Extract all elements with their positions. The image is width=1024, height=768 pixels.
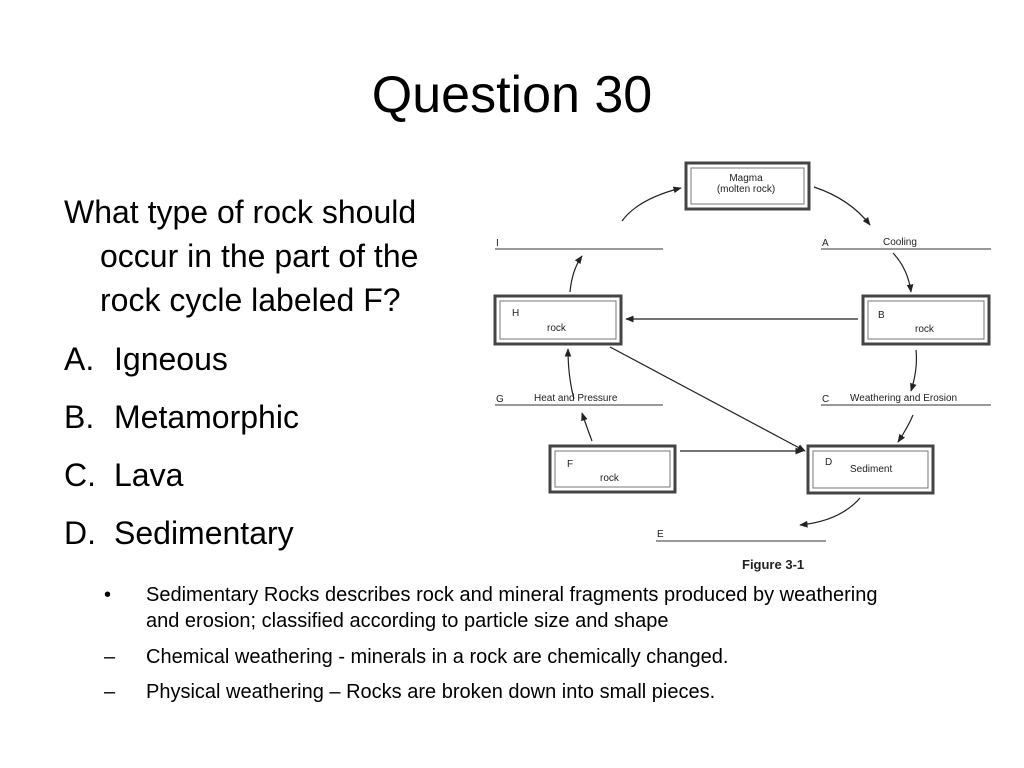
notes-list: • Sedimentary Rocks describes rock and m…	[104, 582, 904, 714]
note-text: Physical weathering – Rocks are broken d…	[146, 681, 716, 703]
option-b: B. Metamorphic	[64, 395, 484, 439]
box-d-letter: D	[825, 457, 832, 468]
line-a: A Cooling	[821, 237, 991, 250]
arrow-a-to-b	[892, 252, 914, 293]
arrow-i-to-magma	[621, 186, 682, 222]
arrow-c-to-d	[897, 414, 914, 443]
option-d-text: Sedimentary	[114, 515, 294, 551]
arrow-h-to-i	[569, 255, 583, 293]
slide-title: Question 30	[371, 66, 653, 124]
option-b-text: Metamorphic	[114, 399, 299, 435]
note-physical-weathering: – Physical weathering – Rocks are broken…	[104, 679, 904, 705]
note-dash-icon: –	[104, 646, 116, 668]
box-h-letter: H	[512, 308, 519, 319]
note-text: Chemical weathering - minerals in a rock…	[146, 646, 729, 668]
line-c-label: Weathering and Erosion	[850, 393, 957, 404]
arrow-h-to-d	[609, 346, 806, 452]
box-f-label: rock	[600, 473, 620, 484]
arrow-b-to-c	[910, 349, 918, 392]
magma-box: Magma (molten rock)	[684, 161, 811, 211]
figure-caption: Figure 3-1	[742, 557, 804, 572]
note-dash-icon: –	[104, 681, 116, 703]
note-text: Sedimentary Rocks describes rock and min…	[146, 584, 878, 632]
box-d-label: Sediment	[850, 464, 892, 475]
line-c: C Weathering and Erosion	[821, 393, 991, 406]
box-d: D Sediment	[806, 444, 935, 495]
line-a-label: Cooling	[883, 237, 917, 248]
note-chemical-weathering: – Chemical weathering - minerals in a ro…	[104, 644, 904, 670]
question-text: What type of rock should occur in the pa…	[64, 194, 419, 318]
option-c-letter: C.	[64, 457, 96, 493]
line-e: E	[656, 529, 826, 542]
option-c-text: Lava	[114, 457, 184, 493]
cycle-arrows	[564, 186, 918, 528]
line-e-letter: E	[657, 529, 664, 540]
magma-box-line1: Magma	[729, 173, 763, 184]
line-i-letter: I	[496, 238, 499, 249]
arrow-magma-to-a	[813, 186, 871, 226]
option-a-letter: A.	[64, 341, 95, 377]
magma-box-line2: (molten rock)	[717, 184, 775, 195]
box-f-letter: F	[567, 459, 573, 470]
box-h-label: rock	[547, 323, 567, 334]
option-d-letter: D.	[64, 515, 96, 551]
arrow-f-to-g	[581, 412, 593, 442]
line-g-label: Heat and Pressure	[534, 393, 618, 404]
arrow-d-to-e	[799, 497, 861, 528]
line-a-letter: A	[822, 238, 829, 249]
line-i: I	[495, 238, 663, 250]
option-b-letter: B.	[64, 399, 95, 435]
line-g-letter: G	[496, 394, 504, 405]
box-h: H rock	[493, 294, 623, 346]
line-g: G Heat and Pressure	[495, 393, 663, 406]
box-b-label: rock	[915, 324, 935, 335]
box-f: F rock	[548, 444, 677, 494]
note-bullet-icon: •	[104, 584, 112, 606]
rock-cycle-diagram: Magma (molten rock) B rock H rock D Sedi…	[493, 161, 991, 572]
box-b-letter: B	[878, 310, 885, 321]
box-b: B rock	[861, 294, 991, 346]
option-d: D. Sedimentary	[64, 511, 484, 555]
note-sedimentary: • Sedimentary Rocks describes rock and m…	[104, 582, 904, 634]
option-c: C. Lava	[64, 453, 484, 497]
question-block: What type of rock should occur in the pa…	[64, 190, 484, 569]
option-a: A. Igneous	[64, 337, 484, 381]
arrow-g-to-h	[564, 348, 575, 400]
line-c-letter: C	[822, 394, 829, 405]
option-a-text: Igneous	[114, 341, 228, 377]
